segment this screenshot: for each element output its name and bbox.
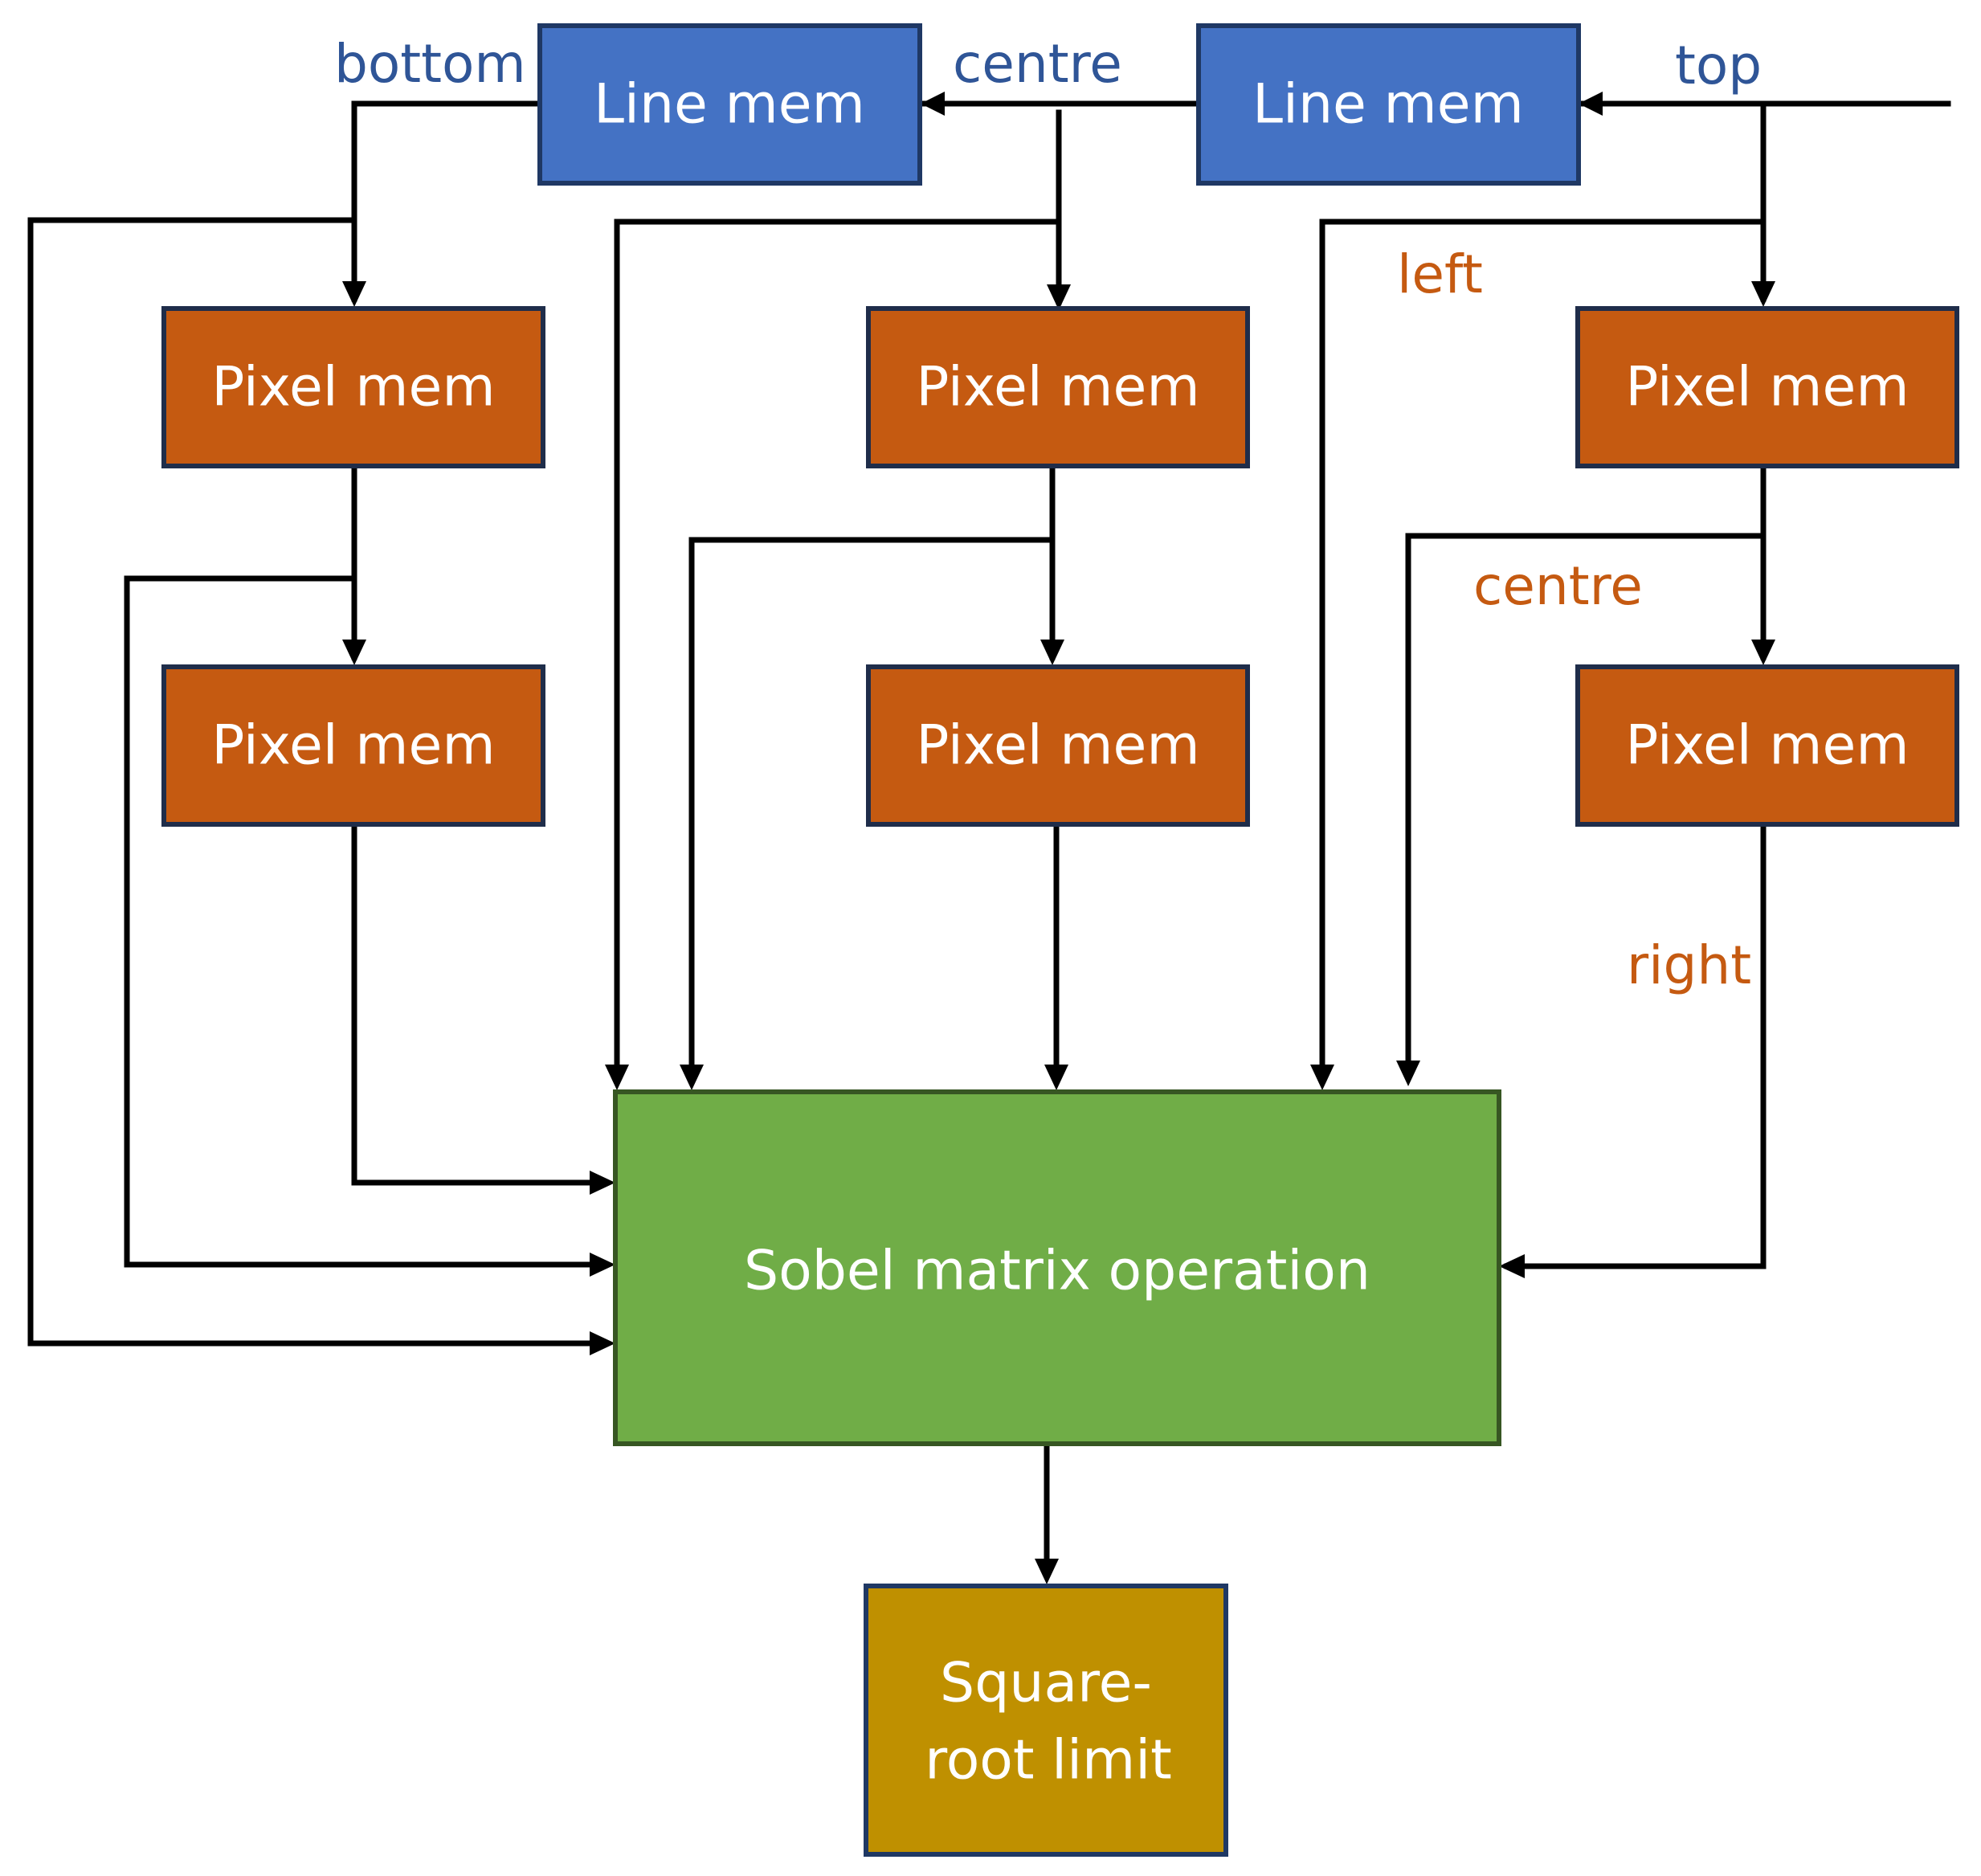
sobel-box: Sobel matrix operation [613,1089,1501,1446]
wire-bottom-centre-to-sobel [124,575,609,1268]
wire-top-right-to-sobel [1504,819,1767,1269]
pixel-mem-top-2-box: Pixel mem [1575,664,1959,827]
column-labels: left centre right [1397,243,1751,996]
square-root-limit-rect [864,1584,1228,1857]
arrowhead-into-line-mem-bottom [921,92,945,116]
label-centre-row: centre [953,33,1122,95]
label-bottom: bottom [334,33,526,95]
label-right: right [1627,934,1751,996]
arrowhead-sobel-left-3 [590,1331,615,1355]
line-mem-bottom-box: Line mem [537,23,922,186]
pixel-mem-top-1-box: Pixel mem [1575,306,1959,468]
wire-centre-centre-to-sobel [688,537,1056,1081]
arrowhead-sobel-left-1 [590,1171,615,1195]
arrowhead-sobel-in-4 [1310,1065,1334,1090]
line-mem-bottom-label: Line mem [594,73,865,137]
pixel-mem-centre-1-rect [866,306,1250,468]
arrowhead-into-pm-top-2 [1751,640,1775,665]
pixel-mem-bottom-2-label: Pixel mem [211,714,495,778]
wires [27,100,1951,1578]
wire-bottom-right-to-sobel [351,819,609,1186]
pixel-mem-centre-1-label: Pixel mem [916,356,1199,419]
arrowhead-into-pm-bottom-1 [342,281,366,307]
arrowhead-sobel-in-5 [1396,1061,1420,1086]
pixel-mem-top-2-label: Pixel mem [1625,714,1909,778]
square-root-limit-label-line-1: Square- [940,1652,1152,1715]
label-left: left [1397,243,1483,305]
square-root-limit-label-line-2: root limit [925,1729,1172,1792]
pixel-mem-top-2-rect [1575,664,1959,827]
pixel-mem-centre-2-label: Pixel mem [916,714,1199,778]
line-mem-top-label: Line mem [1252,73,1524,137]
line-mem-top-box: Line mem [1196,23,1581,186]
pixel-mem-top-1-label: Pixel mem [1625,356,1909,419]
wire-bottom-to-pixel-mem [351,100,541,302]
pixel-mem-bottom-1-box: Pixel mem [161,306,545,468]
label-centre-col: centre [1473,555,1643,617]
wire-top-centre-to-sobel [1405,533,1767,1080]
pixel-mem-bottom-2-box: Pixel mem [161,664,545,827]
wire-bottom-left-to-sobel [27,217,609,1347]
arrowhead-into-pm-centre-2 [1040,640,1064,665]
arrowhead-into-pm-bottom-2 [342,640,366,665]
wire-centre-left-to-sobel [614,219,1062,1081]
sobel-rect [613,1089,1501,1446]
pixel-mem-centre-2-box: Pixel mem [866,664,1250,827]
pixel-mem-centre-1-box: Pixel mem [866,306,1250,468]
pixel-mem-bottom-1-label: Pixel mem [211,356,495,419]
arrowhead-into-pm-centre-1 [1047,284,1071,310]
pixel-mem-centre-2-rect [866,664,1250,827]
pixel-mem-bottom-2-rect [161,664,545,827]
arrowhead-sobel-in-3 [1044,1065,1068,1090]
arrowhead-into-square-root [1035,1559,1059,1584]
sobel-label: Sobel matrix operation [744,1240,1370,1303]
wire-top-left-to-sobel [1319,219,1767,1081]
row-labels: bottom centre top [334,33,1762,96]
arrowhead-sobel-in-2 [680,1065,704,1090]
square-root-limit-box: Square- root limit [864,1584,1228,1857]
arrowhead-sobel-in-1 [605,1065,629,1090]
line-mem-top-rect [1196,23,1581,186]
arrowhead-into-line-mem-top [1579,92,1603,116]
line-mem-bottom-rect [537,23,922,186]
arrowheads [342,92,1775,1584]
label-top: top [1675,35,1762,96]
arrowhead-into-pm-top-1 [1751,281,1775,307]
pixel-mem-bottom-1-rect [161,306,545,468]
arrowhead-sobel-left-2 [590,1253,615,1277]
arrowhead-sobel-right [1499,1254,1525,1278]
pixel-mem-top-1-rect [1575,306,1959,468]
